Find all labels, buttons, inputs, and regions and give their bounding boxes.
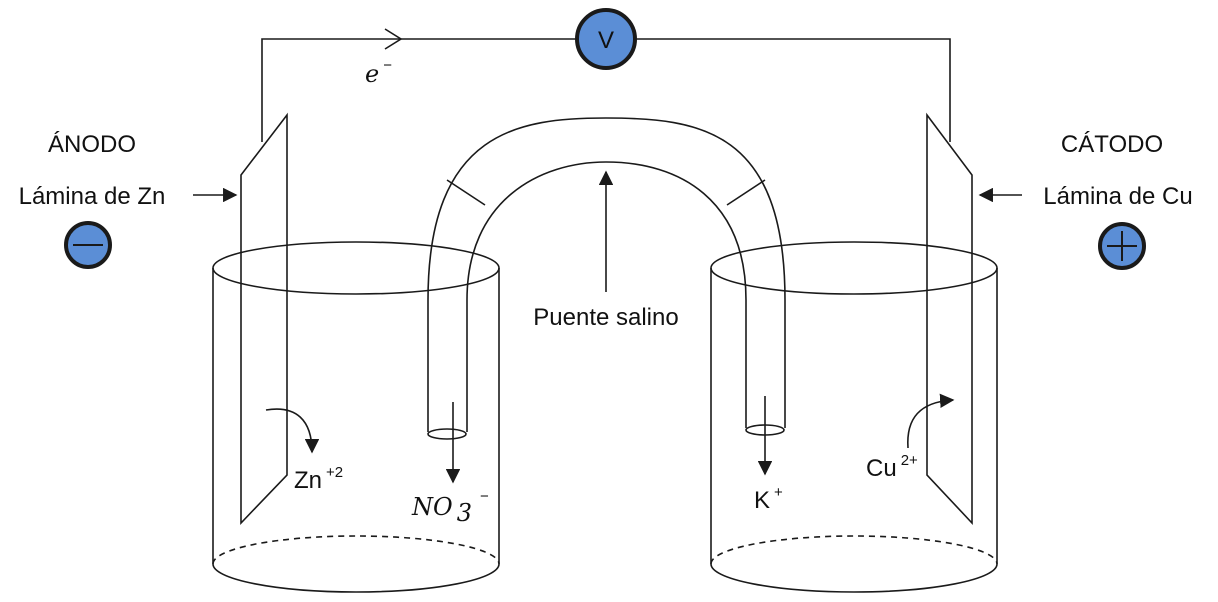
potassium-ion-label: K + [754,484,783,514]
copper-ion-curved-arrow [907,393,955,449]
plus-sign-icon [1098,222,1146,270]
voltmeter-label: V [598,27,614,54]
voltmeter: V [575,8,637,70]
zinc-ion-label: Zn +2 [294,464,343,494]
anode-plate-label: Lámina de Zn [19,183,166,210]
cathode-title: CÁTODO [1061,131,1163,158]
minus-sign-icon [64,221,112,269]
anode-beaker [212,241,500,593]
copper-plate [926,112,973,526]
anode-title: ÁNODO [48,131,136,158]
copper-ion-label: Cu 2+ [866,452,918,482]
zinc-ion-curved-arrow [265,408,320,454]
electron-direction-arrow-icon [384,28,403,50]
cathode-plate-label: Lámina de Cu [1043,183,1192,210]
cathode-beaker [710,241,998,593]
electron-label: e − [365,57,392,88]
nitrate-ion-label: NO 3 − [411,488,489,527]
zinc-plate [240,112,288,525]
salt-bridge-label: Puente salino [533,304,678,331]
salt-bridge [427,117,786,440]
voltmeter-circle [575,8,637,70]
